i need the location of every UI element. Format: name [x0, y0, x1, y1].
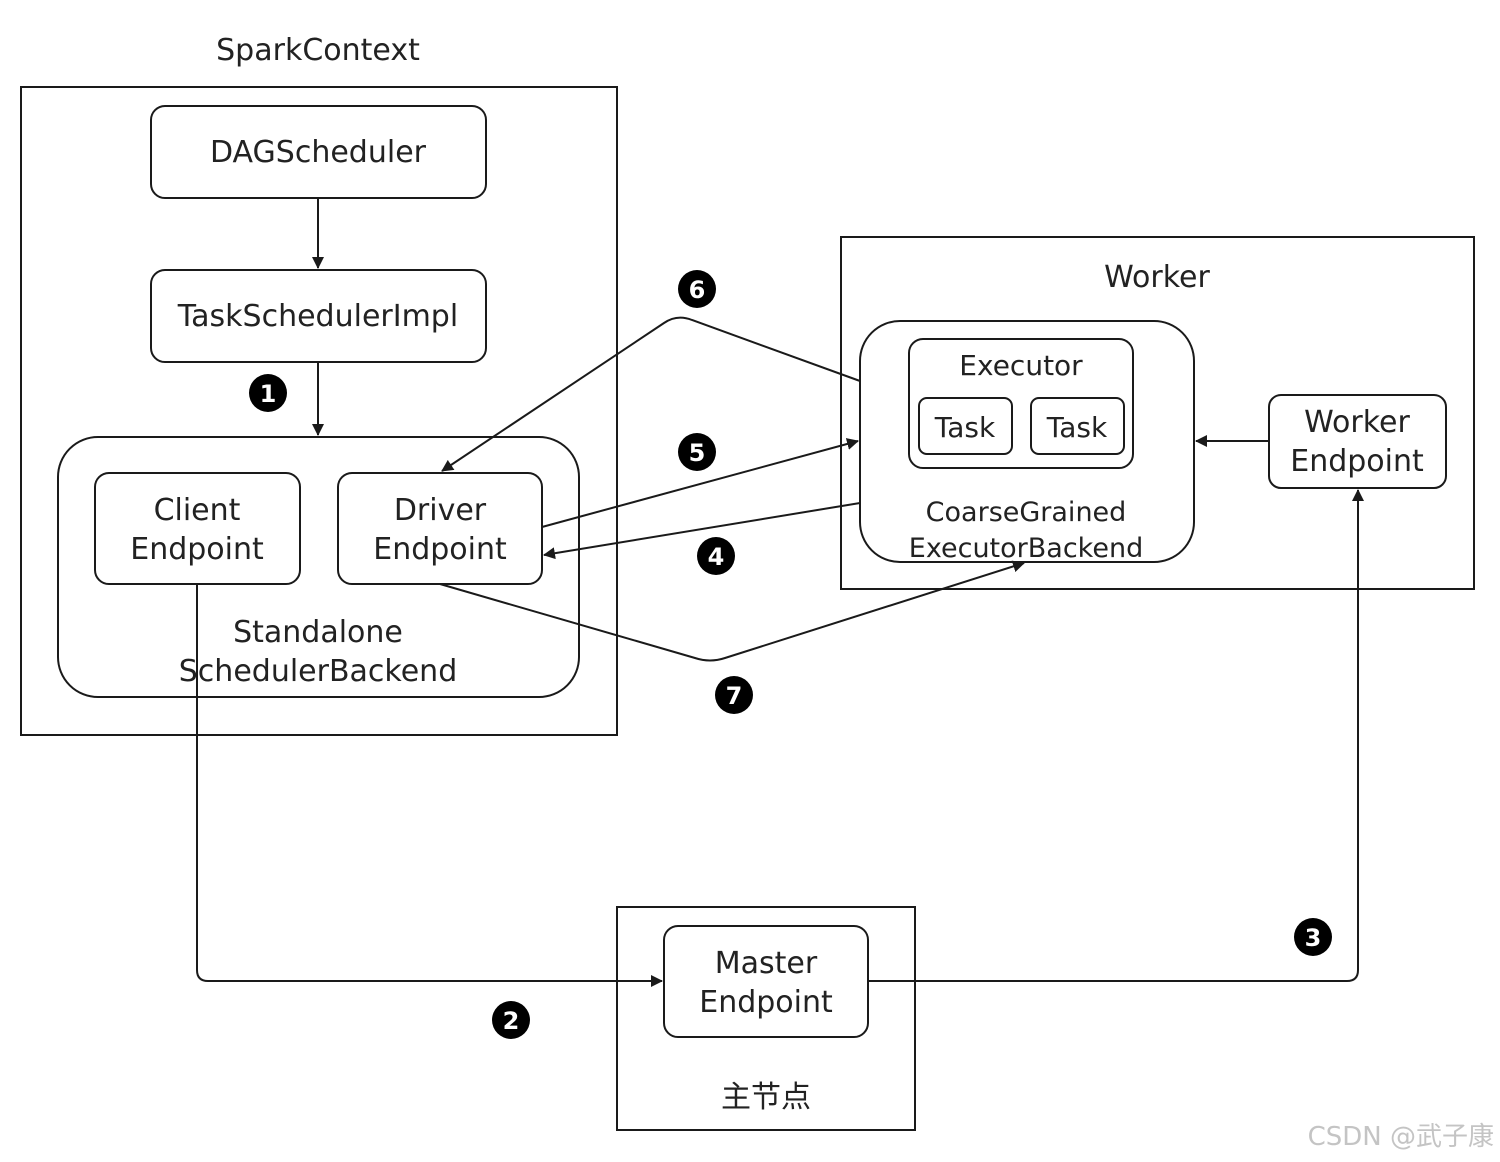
arrow-driver-to-backend-step5: [541, 438, 859, 528]
step-marker-3: 3: [1294, 918, 1332, 956]
step-marker-4: 4: [697, 537, 735, 575]
arrow-backend-to-driver-step4: [543, 502, 861, 560]
step-marker-5: 5: [678, 433, 716, 471]
task-label-2: Task: [1046, 411, 1108, 444]
worker-endpoint-label-line2: Endpoint: [1290, 444, 1424, 479]
svg-text:4: 4: [708, 543, 725, 571]
executor-label: Executor: [959, 349, 1083, 382]
worker-endpoint-label-line1: Worker: [1304, 405, 1410, 440]
driver-endpoint-box: [337, 472, 543, 585]
task-scheduler-label: TaskSchedulerImpl: [177, 299, 458, 334]
svg-text:1: 1: [260, 380, 277, 408]
worker-title: Worker: [1104, 260, 1210, 295]
arrow-driver-to-backend-step7: [439, 560, 1025, 662]
arrow-master-to-worker-endpoint: [868, 489, 1364, 982]
task-label-1: Task: [934, 411, 996, 444]
client-endpoint-box: [94, 472, 301, 585]
dag-scheduler-label: DAGScheduler: [210, 135, 427, 170]
step-marker-1: 1: [249, 374, 287, 412]
task-box-1: [918, 397, 1013, 455]
master-node-title: 主节点: [721, 1080, 811, 1115]
standalone-backend-label-line1: Standalone: [233, 615, 403, 650]
coarse-backend-label-line2: ExecutorBackend: [909, 533, 1143, 564]
task-box-2: [1030, 397, 1125, 455]
step-marker-2: 2: [492, 1001, 530, 1039]
svg-text:2: 2: [503, 1007, 520, 1035]
step-marker-7: 7: [715, 676, 753, 714]
master-endpoint-box: [663, 925, 869, 1038]
coarse-backend-label-line1: CoarseGrained: [926, 497, 1127, 528]
client-endpoint-label-line2: Endpoint: [130, 532, 264, 567]
arrow-client-to-master: [196, 584, 663, 987]
step-marker-6: 6: [678, 270, 716, 308]
svg-text:6: 6: [689, 276, 706, 304]
driver-endpoint-label-line1: Driver: [394, 493, 487, 528]
svg-text:3: 3: [1305, 924, 1322, 952]
svg-text:7: 7: [726, 682, 743, 710]
master-endpoint-label-line2: Endpoint: [699, 985, 833, 1020]
svg-text:5: 5: [689, 439, 706, 467]
master-endpoint-label-line1: Master: [715, 946, 818, 981]
watermark: CSDN @武子康: [1308, 1122, 1494, 1152]
standalone-backend-label-line2: SchedulerBackend: [179, 654, 457, 689]
spark-context-title: SparkContext: [216, 33, 420, 68]
arrow-backend-to-driver-step6: [441, 316, 861, 472]
client-endpoint-label-line1: Client: [154, 493, 241, 528]
driver-endpoint-label-line2: Endpoint: [373, 532, 507, 567]
